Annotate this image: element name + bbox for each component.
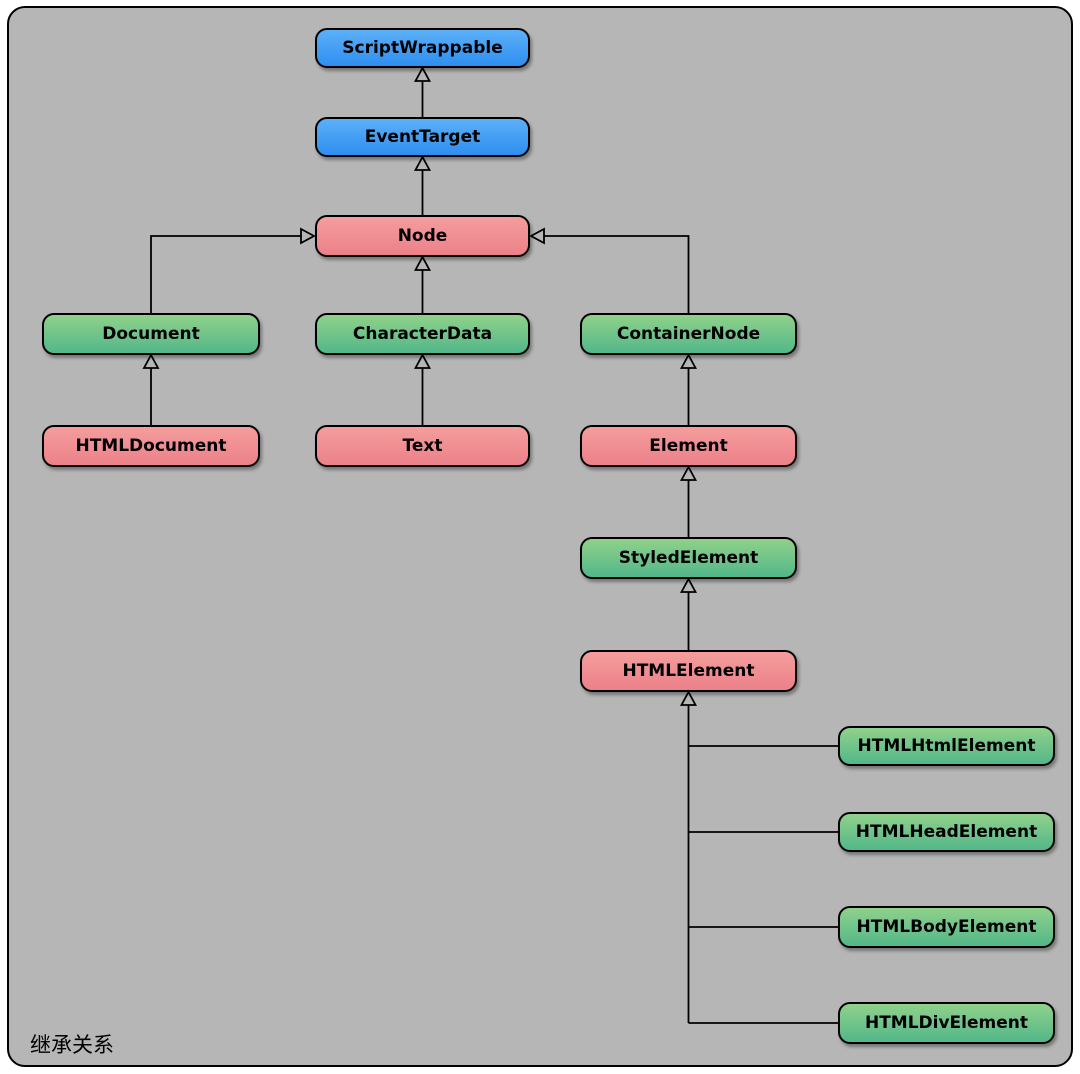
node-scriptwrappable: ScriptWrappable [315, 28, 530, 68]
node-text: Text [315, 425, 530, 467]
node-htmlhtmlelement: HTMLHtmlElement [838, 726, 1055, 766]
node-htmlelement: HTMLElement [580, 650, 797, 692]
node-containernode: ContainerNode [580, 313, 797, 355]
node-htmlbodyelement: HTMLBodyElement [838, 906, 1055, 948]
node-node: Node [315, 215, 530, 257]
node-characterdata: CharacterData [315, 313, 530, 355]
node-htmldivelement: HTMLDivElement [838, 1002, 1055, 1044]
node-htmldocument: HTMLDocument [42, 425, 260, 467]
diagram-frame [7, 6, 1073, 1067]
node-document: Document [42, 313, 260, 355]
node-element: Element [580, 425, 797, 467]
node-eventtarget: EventTarget [315, 117, 530, 157]
node-styledelement: StyledElement [580, 537, 797, 579]
node-htmlheadelement: HTMLHeadElement [838, 812, 1055, 852]
diagram-caption: 继承关系 [30, 1033, 114, 1057]
